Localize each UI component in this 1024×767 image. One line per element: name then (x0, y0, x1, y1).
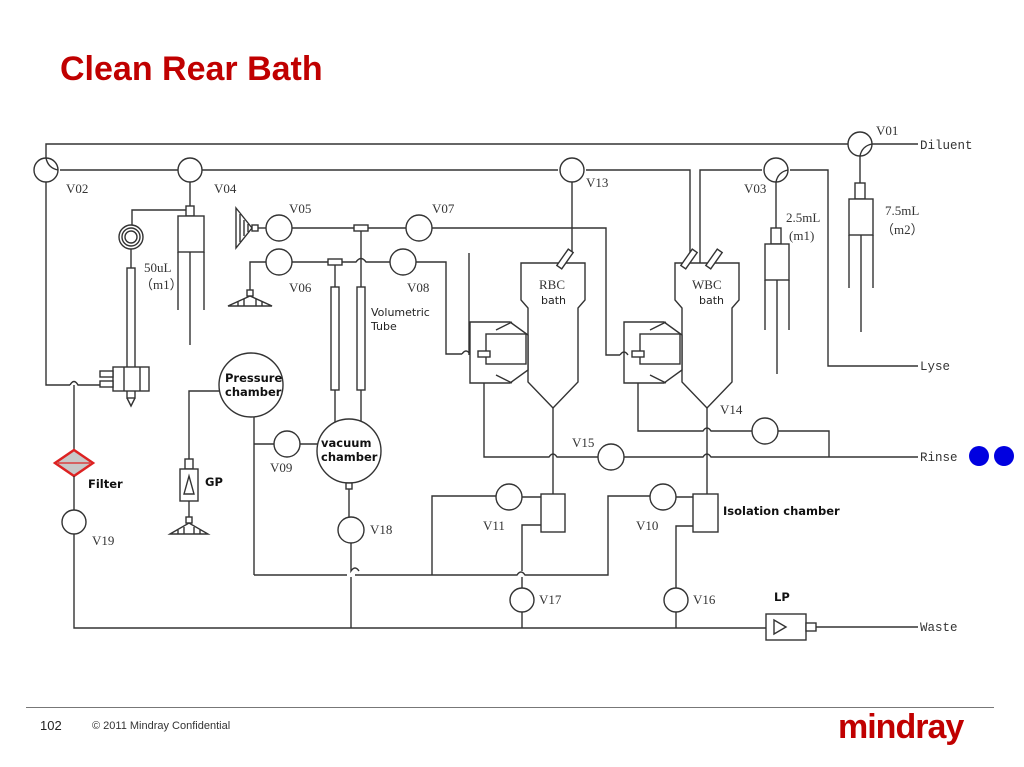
syringe-7-5ml: 7.5mL （m2） (848, 182, 924, 332)
svg-text:Filter: Filter (88, 477, 123, 491)
svg-text:V11: V11 (483, 518, 505, 533)
valve-v02: V02 (33, 157, 88, 196)
valve-v08: V08 (389, 248, 429, 295)
svg-text:（m2）: （m2） (881, 222, 924, 237)
svg-text:V16: V16 (693, 592, 716, 607)
svg-text:chamber: chamber (225, 385, 282, 399)
valve-v14: V14 (720, 402, 779, 445)
gas-pump-gp: GP (167, 458, 223, 535)
valve-v15: V15 (572, 435, 625, 471)
svg-text:V10: V10 (636, 518, 658, 533)
valve-v07: V07 (405, 201, 455, 242)
valve-v10: V10 (636, 483, 677, 533)
sample-probe (99, 224, 150, 408)
syringe-2-5ml: 2.5mL (m1) (764, 210, 820, 374)
svg-text:WBC: WBC (692, 277, 722, 292)
svg-text:V08: V08 (407, 280, 429, 295)
svg-text:7.5mL: 7.5mL (885, 203, 919, 218)
valve-v11: V11 (483, 483, 523, 533)
svg-text:V13: V13 (586, 175, 608, 190)
svg-text:vacuum: vacuum (321, 436, 371, 450)
svg-text:V01: V01 (876, 123, 898, 138)
svg-text:V17: V17 (539, 592, 562, 607)
lyse-label: Lyse (920, 360, 950, 374)
indicator-dot-2 (994, 446, 1014, 466)
svg-text:Pressure: Pressure (225, 371, 282, 385)
valve-v05: V05 (265, 201, 311, 242)
valve-v04: V04 (177, 157, 237, 196)
svg-text:Volumetric: Volumetric (371, 306, 430, 319)
valve-v09: V09 (270, 430, 301, 475)
pressure-chamber: Pressure chamber (218, 352, 284, 418)
indicator-dot-1 (969, 446, 989, 466)
svg-text:V05: V05 (289, 201, 311, 216)
svg-text:V19: V19 (92, 533, 114, 548)
waste-label: Waste (920, 621, 958, 635)
valve-v13: V13 (559, 157, 608, 190)
svg-text:(m1): (m1) (789, 228, 814, 243)
syringe-50ul: 50uL （m1） (140, 205, 205, 345)
svg-text:V15: V15 (572, 435, 594, 450)
svg-text:V03: V03 (744, 181, 766, 196)
valve-v18: V18 (337, 516, 392, 544)
svg-text:V07: V07 (432, 201, 455, 216)
svg-text:V18: V18 (370, 522, 392, 537)
vent-upper (235, 206, 259, 250)
svg-text:（m1）: （m1） (140, 277, 183, 292)
copyright-text: © 2011 Mindray Confidential (92, 720, 231, 732)
wbc-transducer (623, 321, 683, 384)
diluent-label: Diluent (920, 139, 973, 153)
vacuum-chamber: vacuum chamber (316, 418, 382, 490)
valve-v06: V06 (265, 248, 312, 295)
svg-text:bath: bath (699, 294, 724, 307)
volumetric-tube: Volumetric Tube (330, 231, 430, 424)
wbc-bath: WBC bath (674, 248, 740, 410)
rbc-transducer (469, 321, 529, 384)
mindray-logo: mindray (838, 708, 964, 746)
valve-v17: V17 (509, 587, 562, 613)
valve-v03: V03 (744, 157, 789, 196)
slide-title: Clean Rear Bath (60, 50, 323, 88)
svg-text:chamber: chamber (321, 450, 378, 464)
rinse-label: Rinse (920, 451, 958, 465)
tee-upper (353, 224, 369, 232)
rbc-drain-chamber (540, 493, 566, 533)
svg-text:V06: V06 (289, 280, 312, 295)
svg-text:RBC: RBC (539, 277, 565, 292)
vent-lower (227, 289, 273, 307)
svg-text:Tube: Tube (370, 320, 397, 333)
svg-text:Isolation chamber: Isolation chamber (723, 504, 840, 518)
svg-text:50uL: 50uL (144, 260, 172, 275)
svg-text:V14: V14 (720, 402, 743, 417)
svg-text:2.5mL: 2.5mL (786, 210, 820, 225)
filter: Filter (52, 448, 123, 491)
rbc-bath: RBC bath (520, 248, 586, 410)
page-number: 102 (40, 718, 62, 733)
valve-v19: V19 (61, 509, 114, 548)
svg-text:GP: GP (205, 475, 223, 489)
svg-text:bath: bath (541, 294, 566, 307)
svg-text:V02: V02 (66, 181, 88, 196)
liquid-pump-lp: LP (765, 590, 817, 641)
footer-divider (26, 707, 994, 708)
tee-lower (327, 258, 343, 266)
svg-text:LP: LP (774, 590, 790, 604)
svg-text:V04: V04 (214, 181, 237, 196)
svg-text:V09: V09 (270, 460, 292, 475)
isolation-chamber: Isolation chamber (692, 493, 840, 533)
valve-v16: V16 (663, 587, 716, 613)
